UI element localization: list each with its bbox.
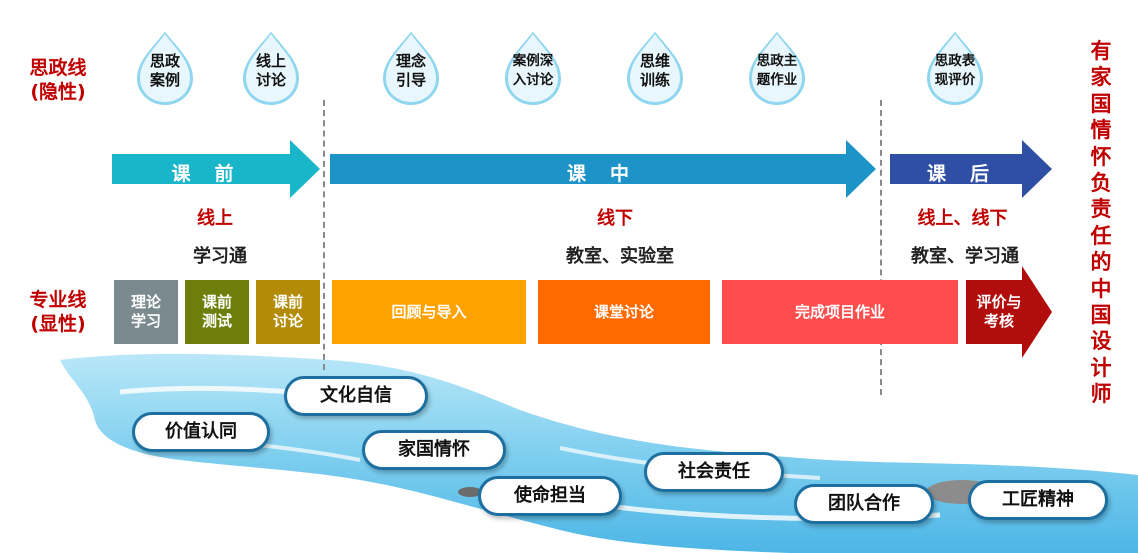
step-preclass-test: 课前测试 [185, 280, 249, 344]
arrow-during-class [330, 140, 876, 198]
goal-char-1: 有 [1090, 39, 1112, 63]
goal-char-9: 的 [1090, 250, 1112, 275]
drop-1-line-1: 思政 [149, 52, 180, 70]
drop-3-line-2: 引导 [395, 71, 426, 89]
step-6-label: 完成项目作业 [794, 302, 885, 321]
professional-line-subtitle: (显性) [30, 313, 86, 335]
value-cultural-confidence: 文化自信 [284, 376, 428, 416]
before-mode: 线上 [197, 208, 233, 229]
goal-char-4: 情 [1090, 118, 1112, 143]
value-craftsmanship: 工匠精神 [968, 480, 1108, 520]
step-classroom-discussion: 课堂讨论 [538, 280, 710, 344]
step-7-line-2: 考核 [983, 312, 1014, 330]
step-complete-project: 完成项目作业 [722, 280, 958, 344]
goal-char-10: 中 [1090, 276, 1112, 301]
drop-ideology-performance-evaluation: 思政表现评价 [922, 28, 988, 108]
step-theory-study: 理论学习 [114, 280, 178, 344]
before-class-label: 课前 [171, 163, 258, 185]
drop-5-line-1: 思维 [639, 52, 670, 70]
drop-online-discussion: 线上讨论 [238, 28, 304, 108]
drop-6-line-2: 题作业 [756, 72, 798, 88]
goal-char-8: 任 [1090, 223, 1112, 248]
drop-ideology-theme-assignment: 思政主题作业 [744, 28, 810, 108]
step-3-line-1: 课前 [272, 293, 303, 311]
ideology-line-title: 思政线 [29, 57, 87, 79]
during-class-label: 课中 [566, 163, 653, 185]
goal-char-12: 设 [1090, 329, 1112, 354]
step-review-and-intro: 回顾与导入 [332, 280, 526, 344]
step-4-label: 回顾与导入 [391, 302, 467, 321]
professional-line-title: 专业线 [29, 289, 87, 311]
arrow-after-class [890, 140, 1052, 198]
value-mission: 使命担当 [478, 476, 622, 516]
drop-2-line-2: 讨论 [255, 71, 286, 89]
goal-char-3: 国 [1090, 91, 1112, 116]
before-place: 学习通 [193, 246, 247, 267]
step-3-line-2: 讨论 [272, 312, 303, 330]
drop-1-line-2: 案例 [149, 71, 180, 89]
drop-concept-guidance: 理念引导 [378, 28, 444, 108]
after-place: 教室、学习通 [911, 246, 1019, 267]
step-preclass-discussion: 课前讨论 [256, 280, 320, 344]
after-class-label: 课后 [926, 163, 1013, 185]
arrow-before-class [112, 140, 320, 198]
value-patriotism: 家国情怀 [362, 430, 506, 470]
step-5-label: 课堂讨论 [593, 302, 654, 321]
step-evaluation-arrow [966, 266, 1052, 358]
divider-before-during [323, 100, 325, 370]
step-2-line-2: 测试 [201, 312, 232, 330]
drop-6-line-1: 思政主 [756, 53, 798, 69]
divider-during-after [880, 100, 882, 395]
step-7-line-1: 评价与 [976, 293, 1022, 311]
goal-char-7: 责 [1090, 197, 1112, 222]
ideology-line-label: 思政线 (隐性) [18, 56, 98, 104]
step-1-line-1: 理论 [130, 293, 161, 311]
drop-ideology-case: 思政案例 [132, 28, 198, 108]
professional-line-label: 专业线 (显性) [18, 288, 98, 336]
step-2-line-1: 课前 [201, 293, 232, 311]
step-1-line-2: 学习 [130, 312, 161, 330]
drop-thinking-training: 思维训练 [622, 28, 688, 108]
value-social-responsibility: 社会责任 [644, 452, 784, 492]
drop-7-line-2: 现评价 [934, 72, 976, 88]
goal-char-11: 国 [1090, 303, 1112, 328]
drop-5-line-2: 训练 [639, 71, 670, 89]
goal-char-5: 怀 [1090, 144, 1112, 169]
during-place: 教室、实验室 [566, 246, 674, 267]
goal-vertical-text: 有 家 国 情 怀 负 责 任 的 中 国 设 计 师 [1086, 38, 1116, 408]
drop-4-line-1: 案例深 [512, 53, 554, 69]
goal-char-13: 计 [1090, 355, 1112, 380]
drop-4-line-2: 入讨论 [512, 72, 554, 88]
drop-7-line-1: 思政表 [934, 53, 976, 69]
ideology-line-subtitle: (隐性) [30, 81, 86, 103]
goal-char-6: 负 [1090, 171, 1112, 196]
after-mode: 线上、线下 [917, 208, 1008, 229]
drop-3-line-1: 理念 [395, 52, 426, 70]
during-mode: 线下 [597, 208, 633, 229]
value-teamwork: 团队合作 [794, 484, 934, 524]
drop-case-deep-discussion: 案例深入讨论 [500, 28, 566, 108]
step-evaluation-label: 评价与考核 [966, 280, 1032, 344]
drop-2-line-1: 线上 [255, 52, 286, 70]
goal-char-14: 师 [1090, 382, 1112, 407]
goal-char-2: 家 [1090, 65, 1112, 90]
value-identification: 价值认同 [132, 412, 270, 452]
